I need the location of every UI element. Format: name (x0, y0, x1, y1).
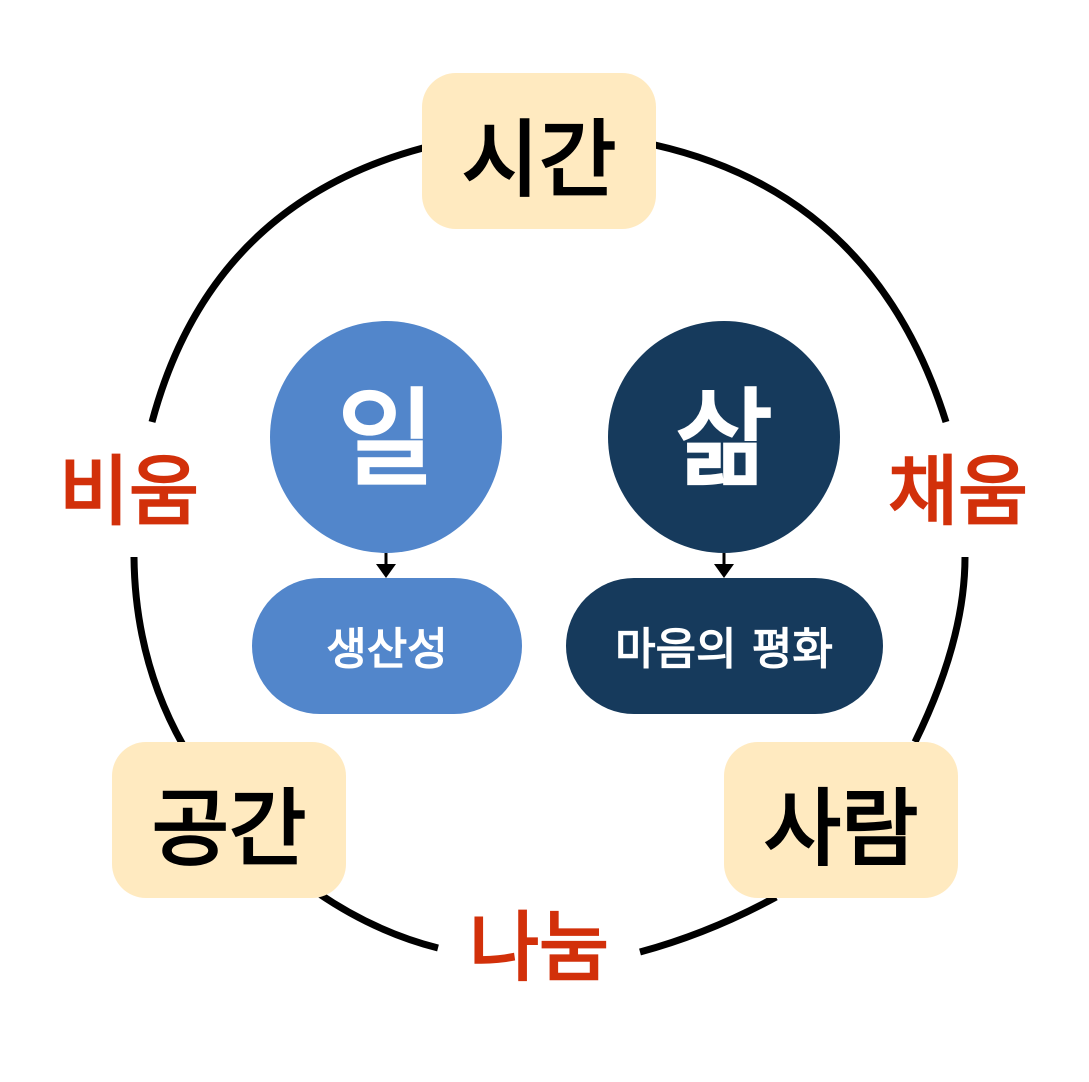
ring-arc-bottom-right (639, 893, 778, 956)
node-space: 공간 (112, 742, 346, 898)
ring-arc-top-left (148, 144, 424, 423)
node-peace-of-mind: 마음의 평화 (566, 578, 883, 714)
node-life: 삶 (608, 321, 840, 553)
relation-emptying: 비움 (59, 447, 199, 536)
node-work: 일 (270, 321, 502, 553)
node-people-label: 사람 (764, 780, 919, 878)
arrow-life-to-peace (714, 553, 734, 578)
node-people: 사람 (724, 742, 958, 898)
ring-arc-top-right (654, 141, 950, 424)
node-space-label: 공간 (152, 780, 307, 878)
relation-filling: 채움 (888, 447, 1028, 536)
relation-sharing: 나눔 (469, 903, 609, 992)
node-life-label: 삶 (675, 378, 773, 501)
ring-arc-right (911, 556, 969, 744)
ring-arc-left (130, 556, 187, 747)
node-productivity-label: 생산성 (326, 624, 447, 675)
node-work-label: 일 (337, 378, 435, 501)
node-time-label: 시간 (462, 111, 617, 209)
ring-arc-bottom-left (316, 890, 439, 952)
node-productivity: 생산성 (252, 578, 522, 714)
node-peace-of-mind-label: 마음의 평화 (615, 624, 833, 675)
node-time: 시간 (422, 73, 656, 229)
ring (130, 141, 969, 956)
arrow-work-to-productivity (376, 553, 396, 578)
